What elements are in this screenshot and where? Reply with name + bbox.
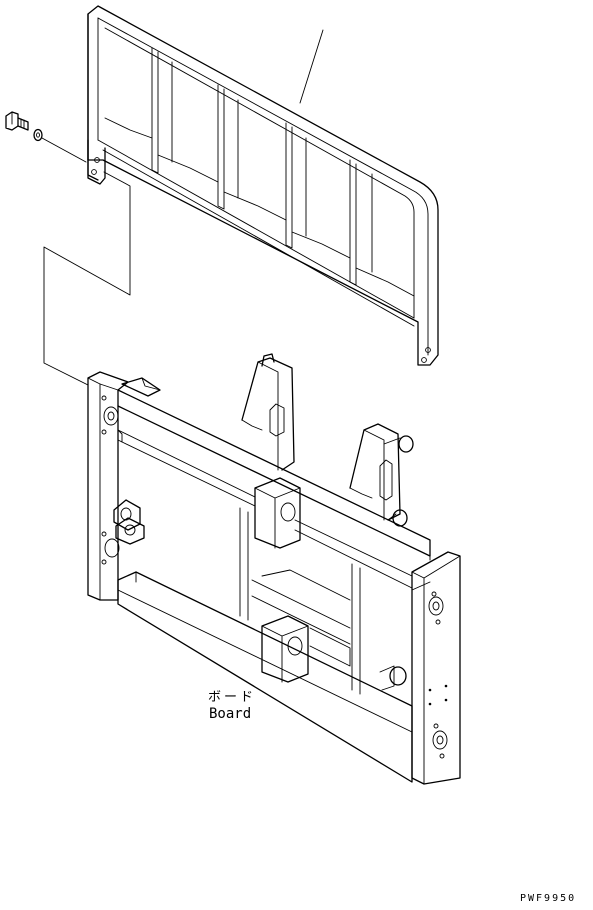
carriage-frame bbox=[87, 353, 461, 785]
board-panel bbox=[87, 5, 439, 366]
hex-bolt bbox=[5, 111, 29, 131]
part-label-english: Board bbox=[209, 706, 252, 722]
callout-bracket bbox=[43, 171, 131, 386]
drawing-code: PWF9950 bbox=[520, 893, 577, 904]
washer bbox=[33, 128, 43, 142]
bolt-axis-line bbox=[41, 137, 87, 163]
part-label-japanese: ボード bbox=[208, 690, 257, 705]
